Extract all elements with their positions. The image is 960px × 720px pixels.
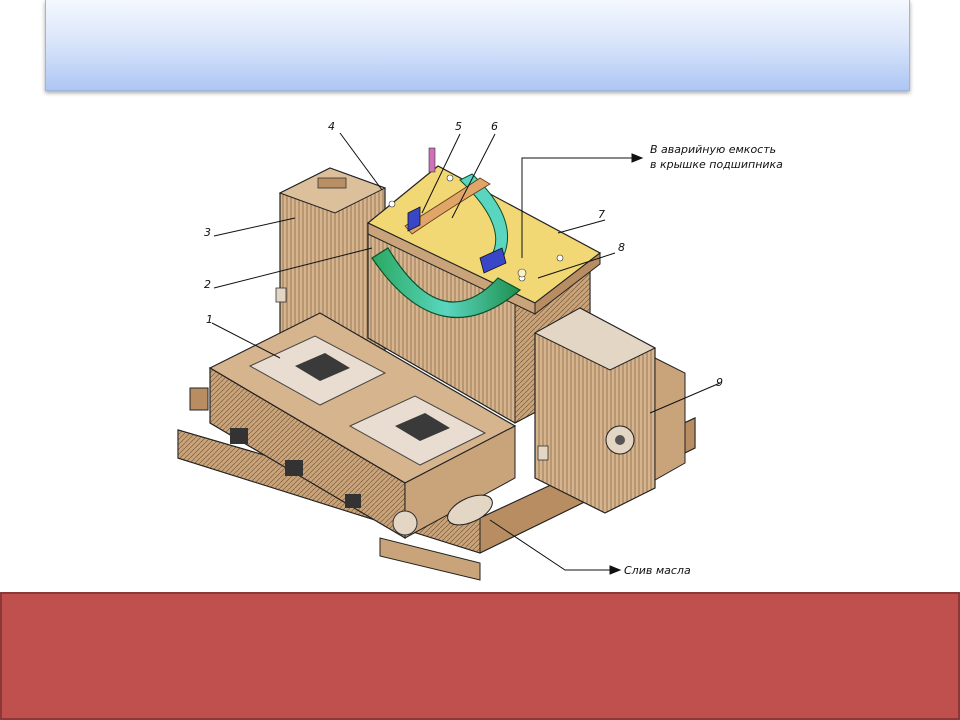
bolt-icon [428, 147, 436, 173]
callout-7: 7 [598, 208, 605, 221]
callout-labels: 1 2 3 4 5 6 7 8 9 В аварийную емкость в … [204, 120, 783, 577]
bearing-housing-diagram: 1 2 3 4 5 6 7 8 9 В аварийную емкость в … [150, 108, 810, 586]
callout-3: 3 [204, 226, 211, 239]
callout-9: 9 [716, 376, 723, 389]
slide-footer-bar [0, 592, 960, 720]
bearing-assembly [366, 147, 602, 319]
annotation-emergency-line-2: в крышке подшипника [650, 158, 783, 171]
callout-6: 6 [491, 120, 498, 133]
front-housing-block [189, 312, 517, 540]
right-side-housing [533, 307, 686, 514]
callout-5: 5 [455, 120, 462, 133]
annotation-emergency-line-1: В аварийную емкость [650, 143, 776, 156]
bolt-block-icon [479, 247, 507, 274]
slide-title-bar [45, 0, 910, 91]
bolt-block-icon [407, 206, 421, 232]
leader-lines [211, 132, 721, 575]
annotation-oil-drain: Слив масла [624, 564, 691, 577]
callout-2: 2 [204, 278, 211, 291]
callout-8: 8 [618, 241, 625, 254]
oil-drain-port-icon [447, 494, 493, 526]
plug-icon [392, 510, 418, 536]
callout-1: 1 [206, 313, 213, 326]
callout-4: 4 [328, 120, 335, 133]
